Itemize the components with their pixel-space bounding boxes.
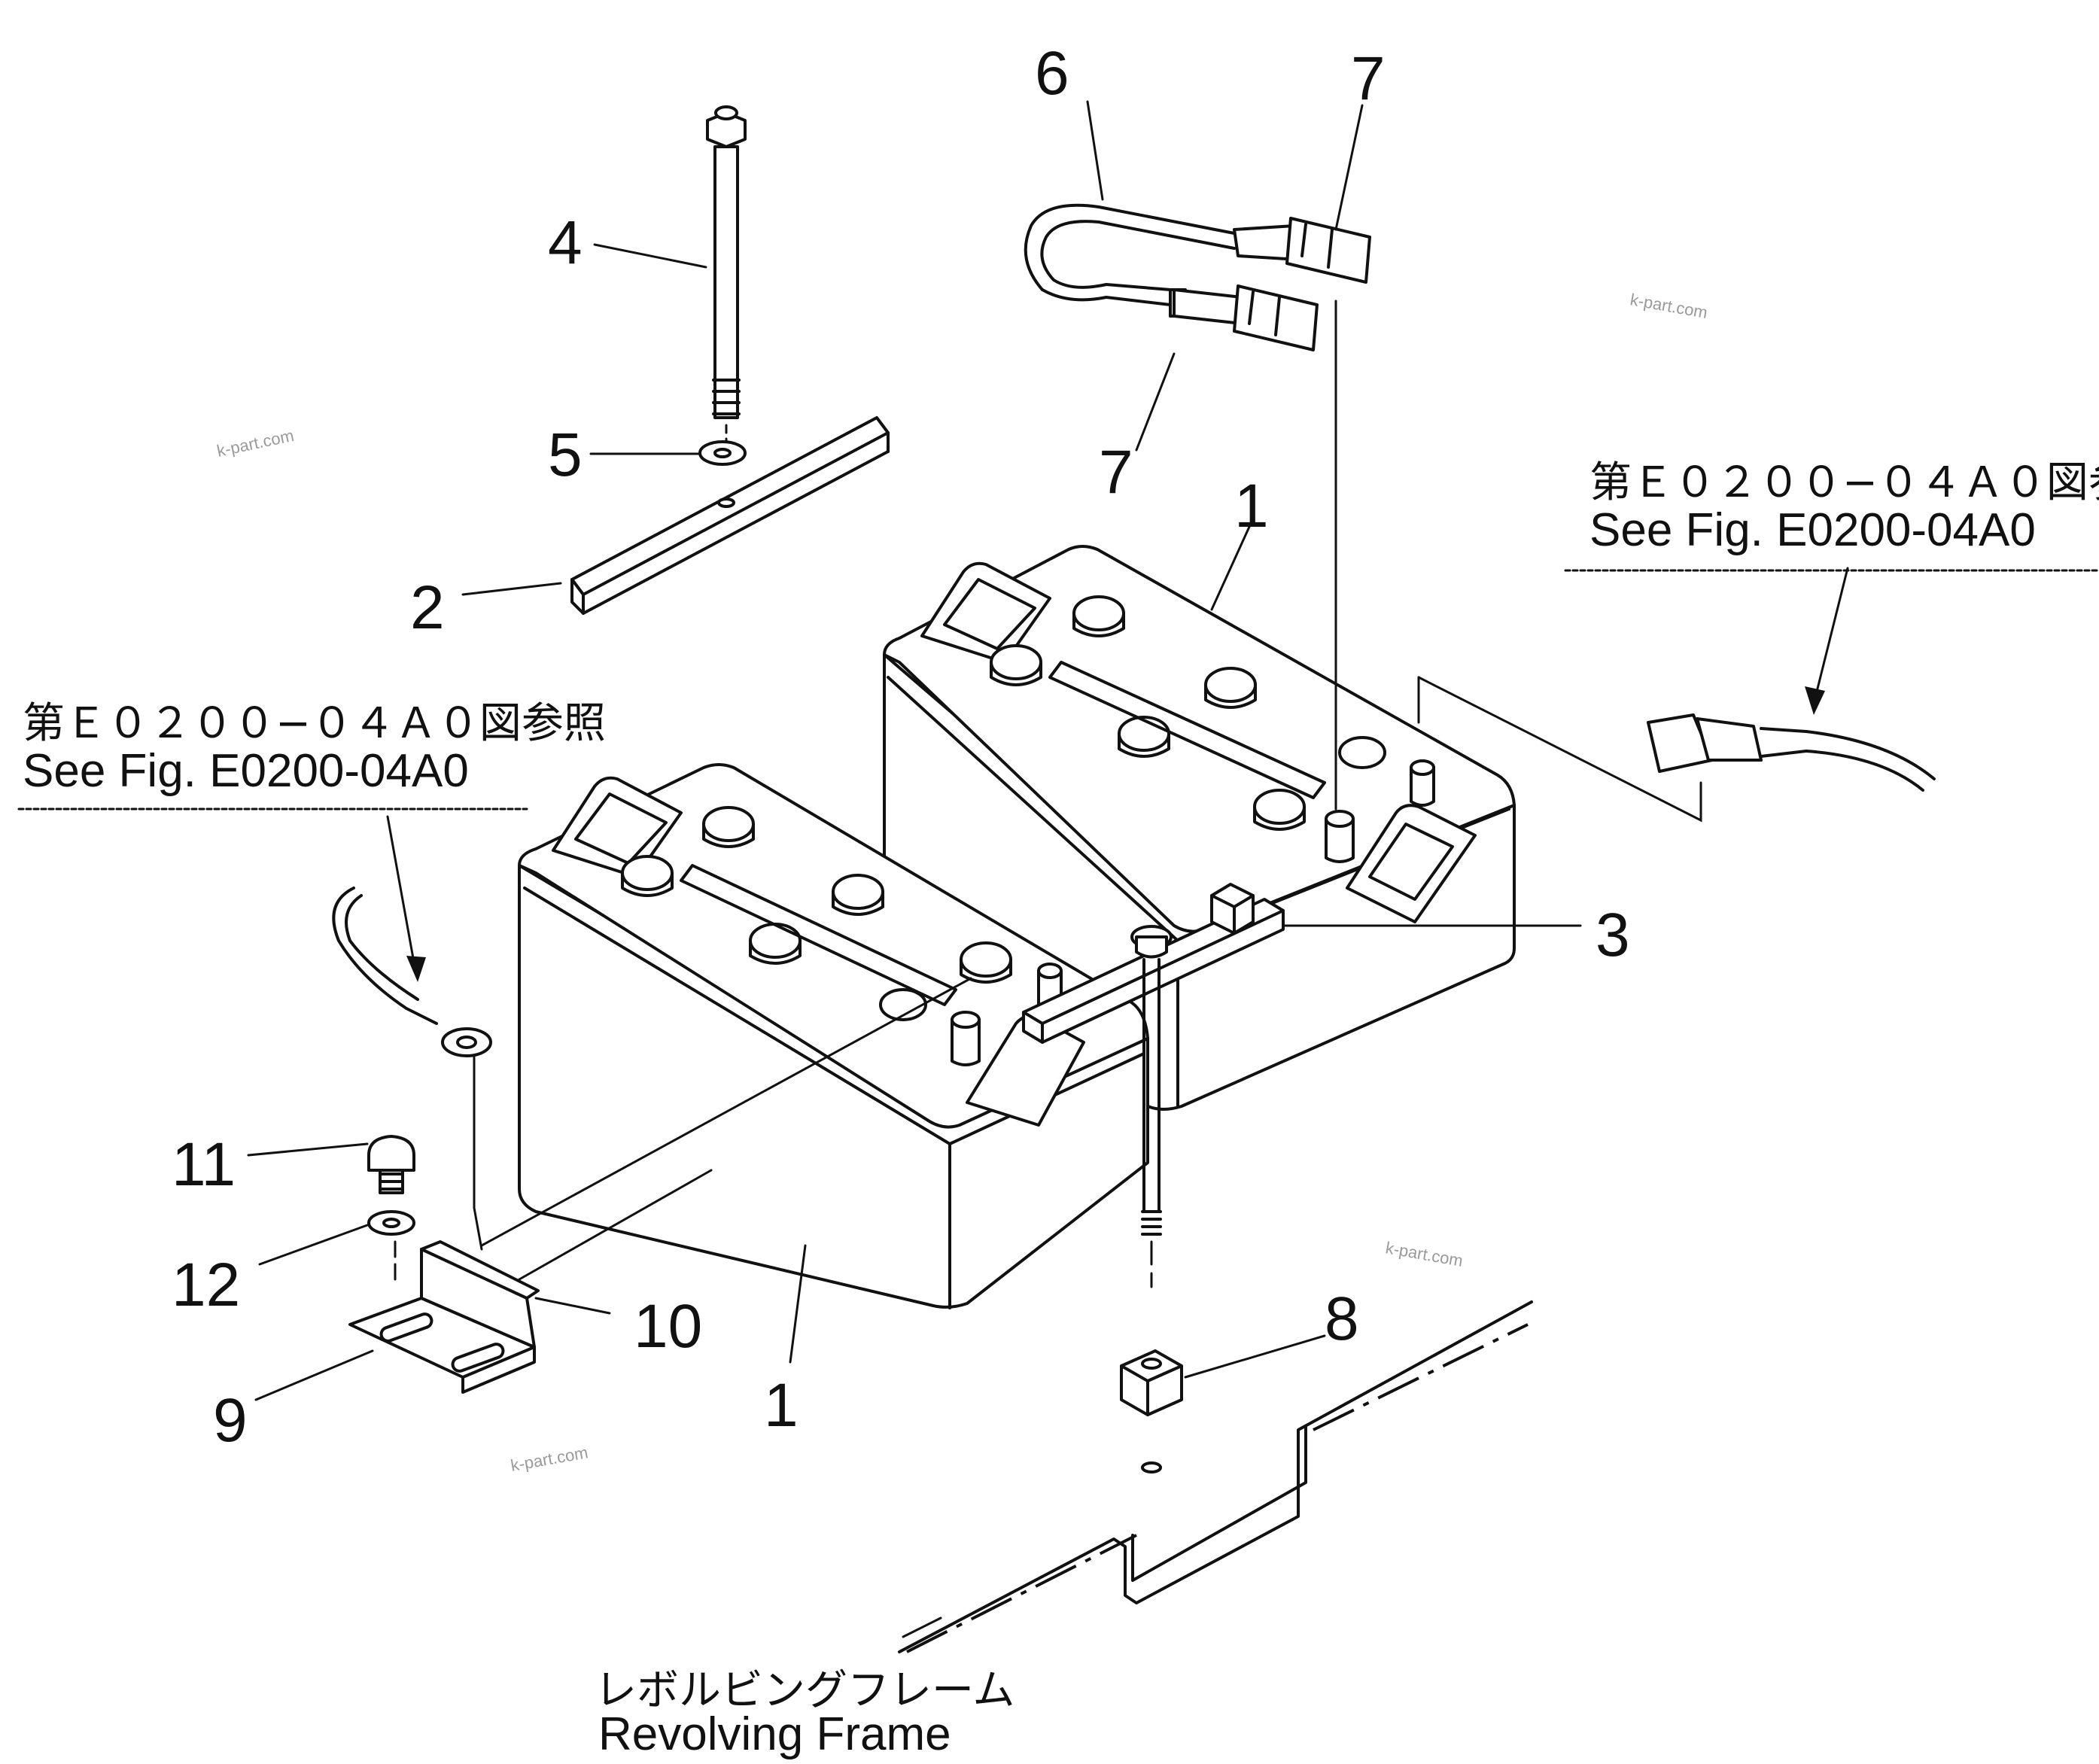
leader-lines [247, 100, 1582, 1638]
callout-9: 9 [213, 1386, 248, 1455]
ref-right-en: See Fig. E0200-04A0 [1589, 504, 2036, 556]
right-cable-end [1647, 713, 1936, 792]
callout-11: 11 [172, 1130, 236, 1199]
watermark-4: k-part.com [510, 1443, 590, 1475]
hold-down-bar [1022, 883, 1285, 1044]
watermark-1: k-part.com [215, 426, 296, 461]
right-cable-guide [1417, 676, 1702, 823]
right-reference-arrow [1812, 567, 1849, 705]
watermark-3: k-part.com [1384, 1238, 1465, 1270]
ref-right-jp: 第Ｅ０２００−０４Ａ０図参照 [1589, 458, 2099, 507]
callout-7-upper: 7 [1351, 44, 1386, 113]
washer-12 [367, 1210, 415, 1236]
callout-7-lower: 7 [1099, 438, 1133, 506]
callout-2: 2 [410, 573, 445, 642]
callout-8: 8 [1325, 1285, 1359, 1353]
battery-bracket-9-10 [348, 1240, 540, 1394]
left-reference-arrow [386, 815, 417, 972]
bolt-11 [367, 1135, 415, 1194]
hold-down-bolt-long [1141, 958, 1162, 1288]
revolving-frame [898, 1300, 1533, 1653]
left-cable-end [332, 887, 492, 1057]
nut-8 [1120, 1349, 1183, 1474]
callout-10: 10 [634, 1292, 702, 1361]
callout-3: 3 [1596, 901, 1630, 969]
ref-left-jp: 第Ｅ０２００−０４Ａ０図参照 [23, 699, 606, 748]
callout-1-lower: 1 [764, 1371, 799, 1440]
callout-12: 12 [172, 1251, 240, 1319]
callout-5: 5 [548, 421, 583, 489]
angle-bar-2 [570, 416, 890, 615]
washer-5 [698, 440, 747, 466]
callout-4: 4 [548, 208, 583, 277]
callout-1-upper: 1 [1234, 472, 1269, 540]
rod-4 [706, 105, 747, 442]
watermark-2: k-part.com [1629, 290, 1709, 322]
frame-label-en: Revolving Frame [598, 1708, 951, 1760]
jumper-cable-6 [1024, 203, 1371, 351]
battery-front [518, 763, 1149, 1309]
frame-label-jp: レボルビングフレーム [595, 1666, 1015, 1715]
ref-left-en: See Fig. E0200-04A0 [23, 745, 469, 797]
callout-6: 6 [1035, 39, 1069, 108]
